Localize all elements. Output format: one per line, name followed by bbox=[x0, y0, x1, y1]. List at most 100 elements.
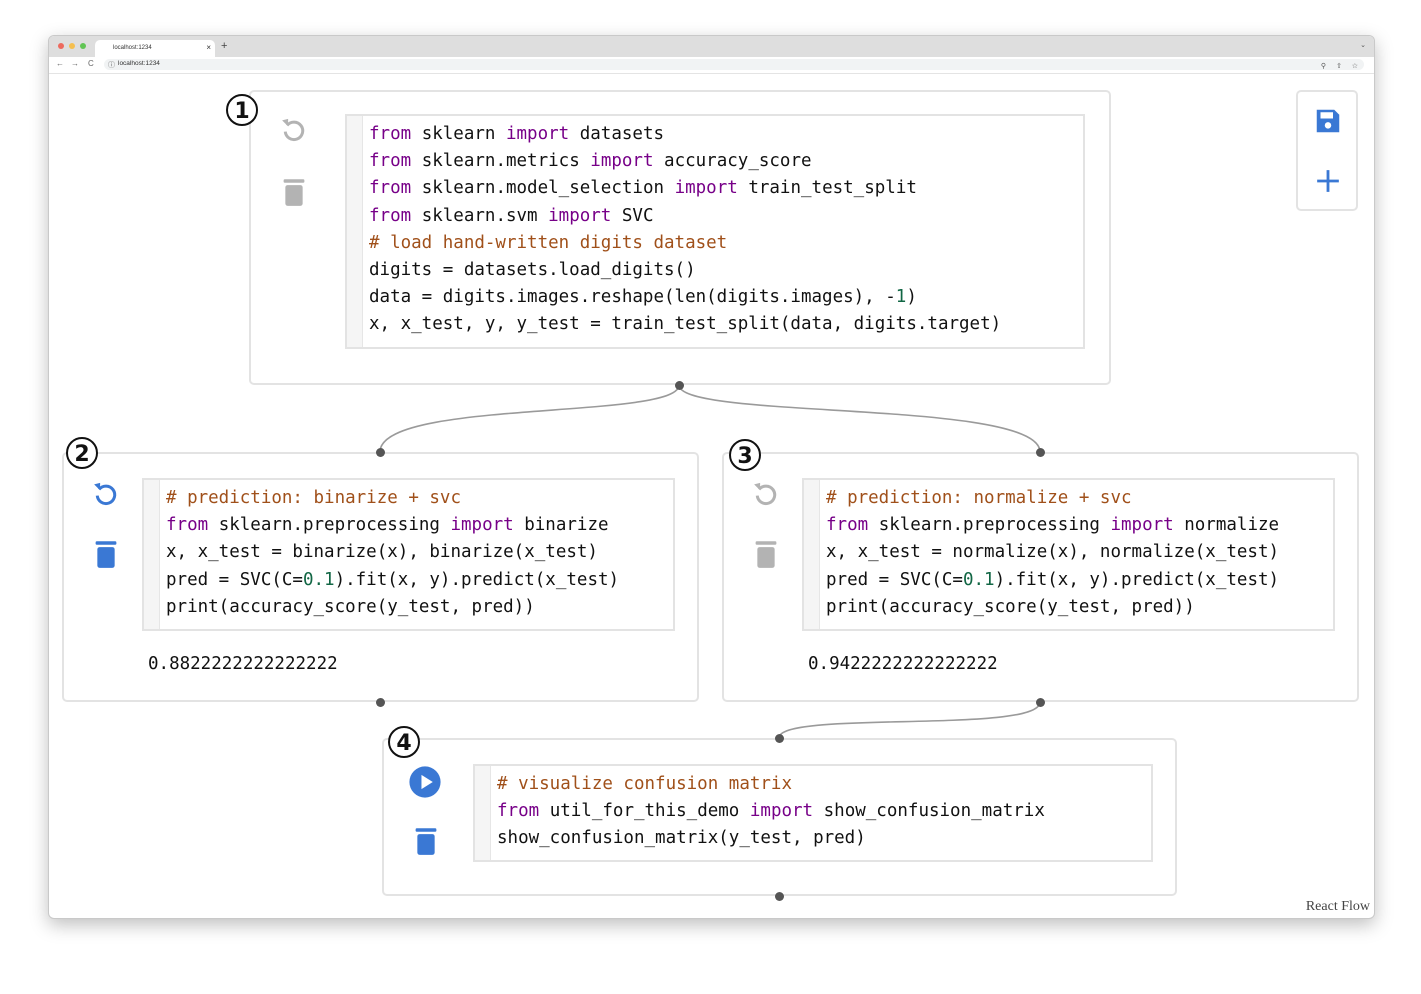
code-token: ).fit(x, y).predict(x_test) bbox=[994, 569, 1280, 590]
editor-gutter bbox=[804, 480, 820, 629]
code-token: ) bbox=[906, 287, 917, 308]
maximize-window-dot[interactable] bbox=[80, 43, 86, 49]
code-token: show_confusion_matrix bbox=[813, 801, 1045, 822]
new-tab-button[interactable]: + bbox=[221, 40, 228, 52]
code-token: util_for_this_demo bbox=[539, 801, 750, 822]
cell-badge-2: 2 bbox=[66, 437, 98, 469]
code-line: print(accuracy_score(y_test, pred)) bbox=[826, 594, 1279, 621]
run-icon[interactable] bbox=[408, 765, 442, 799]
code-editor[interactable]: # prediction: binarize + svc from sklearn… bbox=[142, 478, 675, 631]
trash-icon[interactable] bbox=[412, 826, 440, 856]
code-token: from bbox=[369, 205, 412, 226]
code-token: 1 bbox=[895, 287, 907, 308]
reset-icon[interactable] bbox=[751, 480, 781, 510]
code-token: data = digits.images.reshape(len(digits.… bbox=[369, 287, 896, 308]
code-token: import bbox=[590, 151, 654, 172]
code-line: from sklearn.metrics import accuracy_sco… bbox=[369, 148, 1001, 175]
share-icon[interactable]: ⇧ bbox=[1336, 63, 1342, 70]
code-line: pred = SVC(C=0.1).fit(x, y).predict(x_te… bbox=[166, 567, 619, 594]
code-token: from bbox=[166, 515, 209, 536]
code-token: sklearn.svm bbox=[411, 205, 549, 226]
url-field[interactable]: ⓘ localhost:1234 ⚲ ⇧ ☆ bbox=[104, 59, 1364, 70]
code-line: # visualize confusion matrix bbox=[497, 771, 1045, 798]
edge-1-2 bbox=[379, 384, 680, 453]
source-handle-3[interactable] bbox=[1035, 697, 1045, 707]
code-token: sklearn bbox=[411, 124, 506, 144]
code-text: # prediction: binarize + svc from sklearn… bbox=[166, 485, 619, 621]
code-line: print(accuracy_score(y_test, pred)) bbox=[166, 594, 619, 621]
target-handle-2[interactable] bbox=[375, 447, 385, 457]
code-token: sklearn.preprocessing bbox=[208, 515, 451, 536]
close-window-dot[interactable] bbox=[58, 43, 64, 49]
code-token: 0.1 bbox=[962, 569, 995, 590]
reset-icon[interactable] bbox=[279, 116, 309, 146]
cell-output: 0.8822222222222222 bbox=[148, 654, 338, 674]
code-line: digits = datasets.load_digits() bbox=[369, 257, 1001, 284]
code-line: x, x_test = binarize(x), binarize(x_test… bbox=[166, 539, 619, 566]
cell-node-2[interactable]: # prediction: binarize + svc from sklearn… bbox=[62, 452, 699, 702]
code-token: datasets bbox=[569, 124, 665, 144]
code-token: import bbox=[749, 801, 814, 822]
url-text: localhost:1234 bbox=[118, 60, 160, 67]
code-token: sklearn.metrics bbox=[411, 151, 591, 172]
browser-tab[interactable]: localhost:1234 × bbox=[95, 40, 215, 57]
save-icon[interactable] bbox=[1313, 106, 1343, 136]
source-handle-4[interactable] bbox=[774, 891, 784, 901]
trash-icon[interactable] bbox=[752, 539, 780, 569]
editor-gutter bbox=[347, 116, 363, 347]
react-flow-attribution[interactable]: React Flow bbox=[1305, 899, 1370, 914]
source-handle-2[interactable] bbox=[375, 697, 385, 707]
forward-button[interactable]: → bbox=[71, 59, 79, 68]
code-token: from bbox=[826, 515, 869, 536]
address-bar: ← → C ⓘ localhost:1234 ⚲ ⇧ ☆ bbox=[49, 57, 1374, 74]
code-token: train_test_split bbox=[737, 178, 917, 199]
source-handle-1[interactable] bbox=[674, 380, 684, 390]
code-token: show_confusion_matrix(y_test, pred) bbox=[497, 828, 866, 849]
back-button[interactable]: ← bbox=[56, 59, 64, 68]
code-token: from bbox=[369, 124, 412, 144]
bookmark-star-icon[interactable]: ☆ bbox=[1351, 63, 1358, 70]
plus-icon[interactable] bbox=[1315, 168, 1341, 194]
code-token: x, x_test = normalize(x), normalize(x_te… bbox=[826, 542, 1280, 563]
code-token: import bbox=[505, 124, 570, 144]
code-token: SVC bbox=[611, 205, 654, 226]
edge-1-3 bbox=[678, 384, 1041, 453]
tab-title: localhost:1234 bbox=[113, 45, 152, 51]
code-line: from sklearn.preprocessing import normal… bbox=[826, 512, 1279, 539]
code-line: # load hand-written digits dataset bbox=[369, 230, 1001, 257]
reload-button[interactable]: C bbox=[88, 59, 94, 68]
zoom-icon[interactable]: ⚲ bbox=[1320, 63, 1326, 70]
code-line: from sklearn.preprocessing import binari… bbox=[166, 512, 619, 539]
code-line: from util_for_this_demo import show_conf… bbox=[497, 798, 1045, 825]
trash-icon[interactable] bbox=[280, 177, 308, 207]
code-token: pred = SVC(C= bbox=[166, 569, 303, 590]
code-token: import bbox=[450, 515, 514, 536]
target-handle-3[interactable] bbox=[1035, 447, 1045, 457]
trash-icon[interactable] bbox=[92, 539, 120, 569]
code-line: show_confusion_matrix(y_test, pred) bbox=[497, 825, 1045, 852]
code-line: from sklearn import datasets bbox=[369, 121, 1001, 148]
code-token: digits = datasets.load_digits() bbox=[369, 260, 696, 281]
cell-output: 0.9422222222222222 bbox=[808, 654, 998, 674]
minimize-window-dot[interactable] bbox=[69, 43, 75, 49]
toolbar-panel bbox=[1296, 90, 1358, 211]
code-token: # prediction: binarize + svc bbox=[166, 488, 462, 508]
code-line: # prediction: normalize + svc bbox=[826, 485, 1279, 512]
tab-dropdown-icon[interactable]: ⌄ bbox=[1360, 42, 1366, 49]
browser-window: localhost:1234 × + ⌄ ← → C ⓘ localhost:1… bbox=[48, 35, 1375, 919]
reset-icon[interactable] bbox=[91, 480, 121, 510]
code-token: accuracy_score bbox=[653, 151, 812, 172]
target-handle-4[interactable] bbox=[774, 733, 784, 743]
code-token: x, x_test = binarize(x), binarize(x_test… bbox=[166, 542, 598, 563]
tab-close-icon[interactable]: × bbox=[206, 43, 211, 52]
site-info-icon[interactable]: ⓘ bbox=[108, 62, 115, 69]
